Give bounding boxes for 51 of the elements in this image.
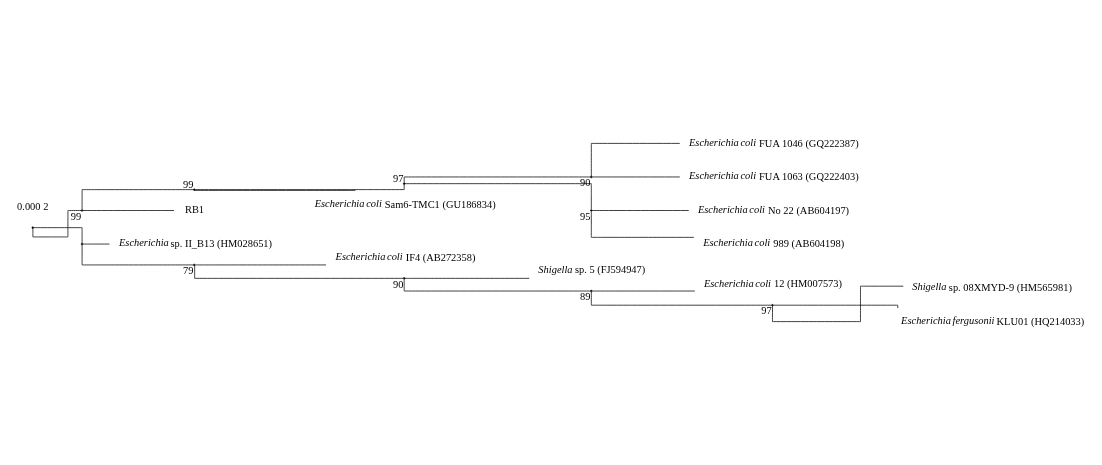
node-label: 97	[392, 172, 404, 184]
node-text: Escherichia sp. II_B13 (HM028651)	[118, 237, 273, 250]
connector	[590, 211, 695, 238]
connector	[194, 190, 356, 192]
connector	[81, 189, 194, 210]
node-point	[80, 242, 84, 246]
connector	[404, 277, 530, 279]
label: 0.000 2	[17, 200, 49, 212]
node-text: Escherichia coli 989 (AB604198)	[703, 237, 845, 250]
node-text: Shigella sp. 08XMYD-9 (HM565981)	[912, 281, 1072, 294]
connector	[81, 244, 194, 266]
node-text: Escherichia coli IF4 (AB272358)	[335, 250, 476, 263]
connector	[591, 210, 690, 211]
node-point	[590, 289, 593, 293]
connector	[194, 265, 404, 279]
node-text: Escherichia coli Sam6-TMC1 (GU186834)	[314, 197, 496, 210]
connector	[82, 210, 175, 211]
connector	[404, 183, 592, 210]
connector	[773, 304, 899, 309]
node-point	[31, 226, 34, 229]
node-point	[771, 304, 774, 307]
node-label: 97	[761, 305, 772, 317]
connector	[590, 291, 773, 306]
connector	[82, 243, 110, 245]
node-point	[590, 209, 593, 212]
connector	[32, 210, 82, 238]
connector	[403, 278, 591, 292]
connector	[33, 227, 83, 244]
node-text: Escherichia coli FUA 1046 (GQ222387)	[688, 136, 859, 149]
node-label: 89	[580, 291, 591, 303]
connector	[772, 285, 904, 322]
node-point	[193, 188, 196, 191]
node-text: Escherichia coli FUA 1063 (GQ222403)	[688, 170, 859, 183]
node-label: 90	[392, 278, 404, 290]
node-text: Shigella sp. 5 (FJ594947)	[538, 263, 646, 276]
node-point	[80, 209, 84, 212]
node-label: 99	[70, 210, 82, 222]
connector	[591, 176, 681, 178]
node-text: RB1	[184, 204, 205, 216]
node-label: 95	[580, 210, 591, 222]
node-label: 79	[183, 265, 194, 277]
node-point	[193, 263, 196, 267]
node-point	[403, 182, 406, 185]
connector	[194, 264, 327, 266]
node-point	[590, 175, 593, 179]
connector	[403, 176, 591, 183]
connector	[590, 143, 681, 177]
node-point	[403, 277, 406, 280]
connector	[591, 290, 696, 292]
node-label: 99	[183, 178, 194, 190]
connector	[194, 184, 405, 190]
